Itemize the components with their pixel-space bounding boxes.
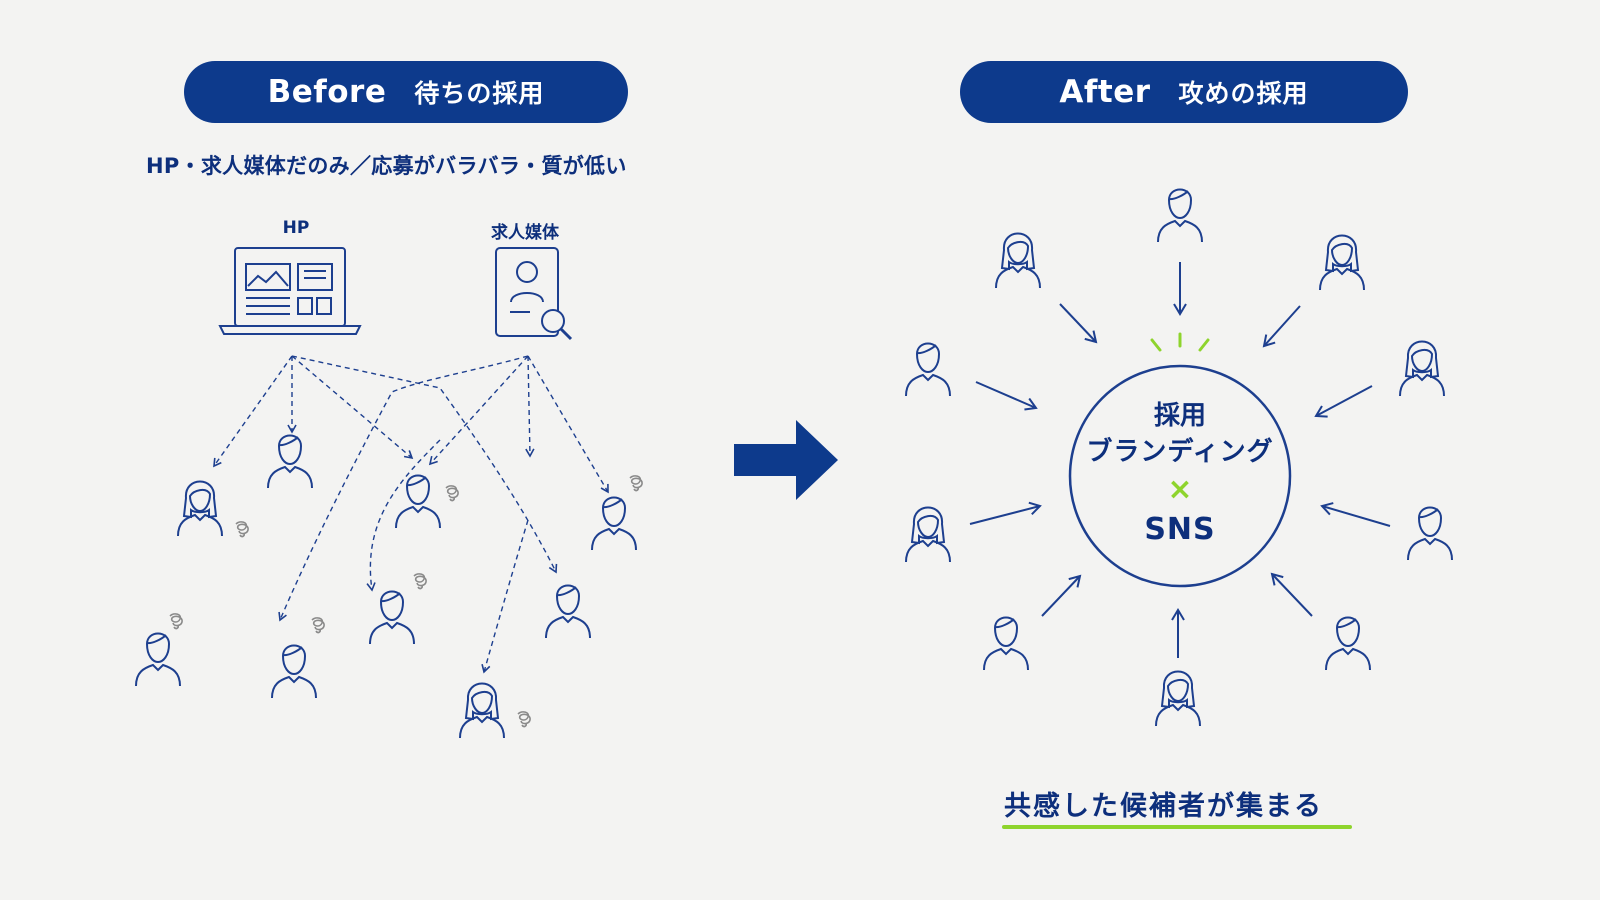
spark-icon [1150,332,1210,352]
person-icon [1319,234,1365,291]
after-caption: 共感した候補者が集まる [1004,791,1323,822]
caption-underline [1002,825,1352,829]
person-icon [1155,670,1201,727]
hub-line-sns: SNS [1144,512,1216,547]
before-people [135,434,637,739]
hub-times-symbol: × [1167,472,1193,507]
hp-label: HP [282,218,310,238]
resume-search-icon [495,247,573,341]
person-icon [267,434,313,489]
after-heading-pill: After 攻めの採用 [960,61,1408,123]
person-icon [135,632,181,687]
job-media-label: 求人媒体 [491,223,559,243]
person-icon [459,682,505,739]
person-icon [1157,188,1203,243]
person-icon [395,474,441,529]
after-arrows [969,262,1391,658]
hub-line-branding: ブランディング [1086,437,1274,467]
person-icon [1399,340,1445,397]
hub-circle [1068,364,1292,588]
before-heading-en: Before [267,74,387,110]
before-caption: HP・求人媒体だのみ／応募がバラバラ・質が低い [146,154,627,178]
person-icon [995,232,1041,289]
person-icon [983,616,1029,671]
laptop-icon [218,247,362,335]
person-icon [905,506,951,563]
hub-line-recruiting: 採用 [1153,401,1206,431]
person-icon [271,644,317,699]
person-icon [177,480,223,537]
person-icon [545,584,591,639]
person-icon [369,590,415,645]
person-icon [1407,506,1453,561]
person-icon [1325,616,1371,671]
after-heading-jp: 攻めの採用 [1178,79,1309,108]
before-heading-jp: 待ちの採用 [414,79,545,108]
person-icon [591,496,637,551]
arrow-right-icon [734,420,838,500]
person-icon [905,342,951,397]
hub-text: 採用 ブランディング × SNS [1070,398,1290,550]
before-heading-pill: Before 待ちの採用 [184,61,628,123]
after-heading-en: After [1059,74,1151,110]
before-dashed-arrows [213,355,609,674]
